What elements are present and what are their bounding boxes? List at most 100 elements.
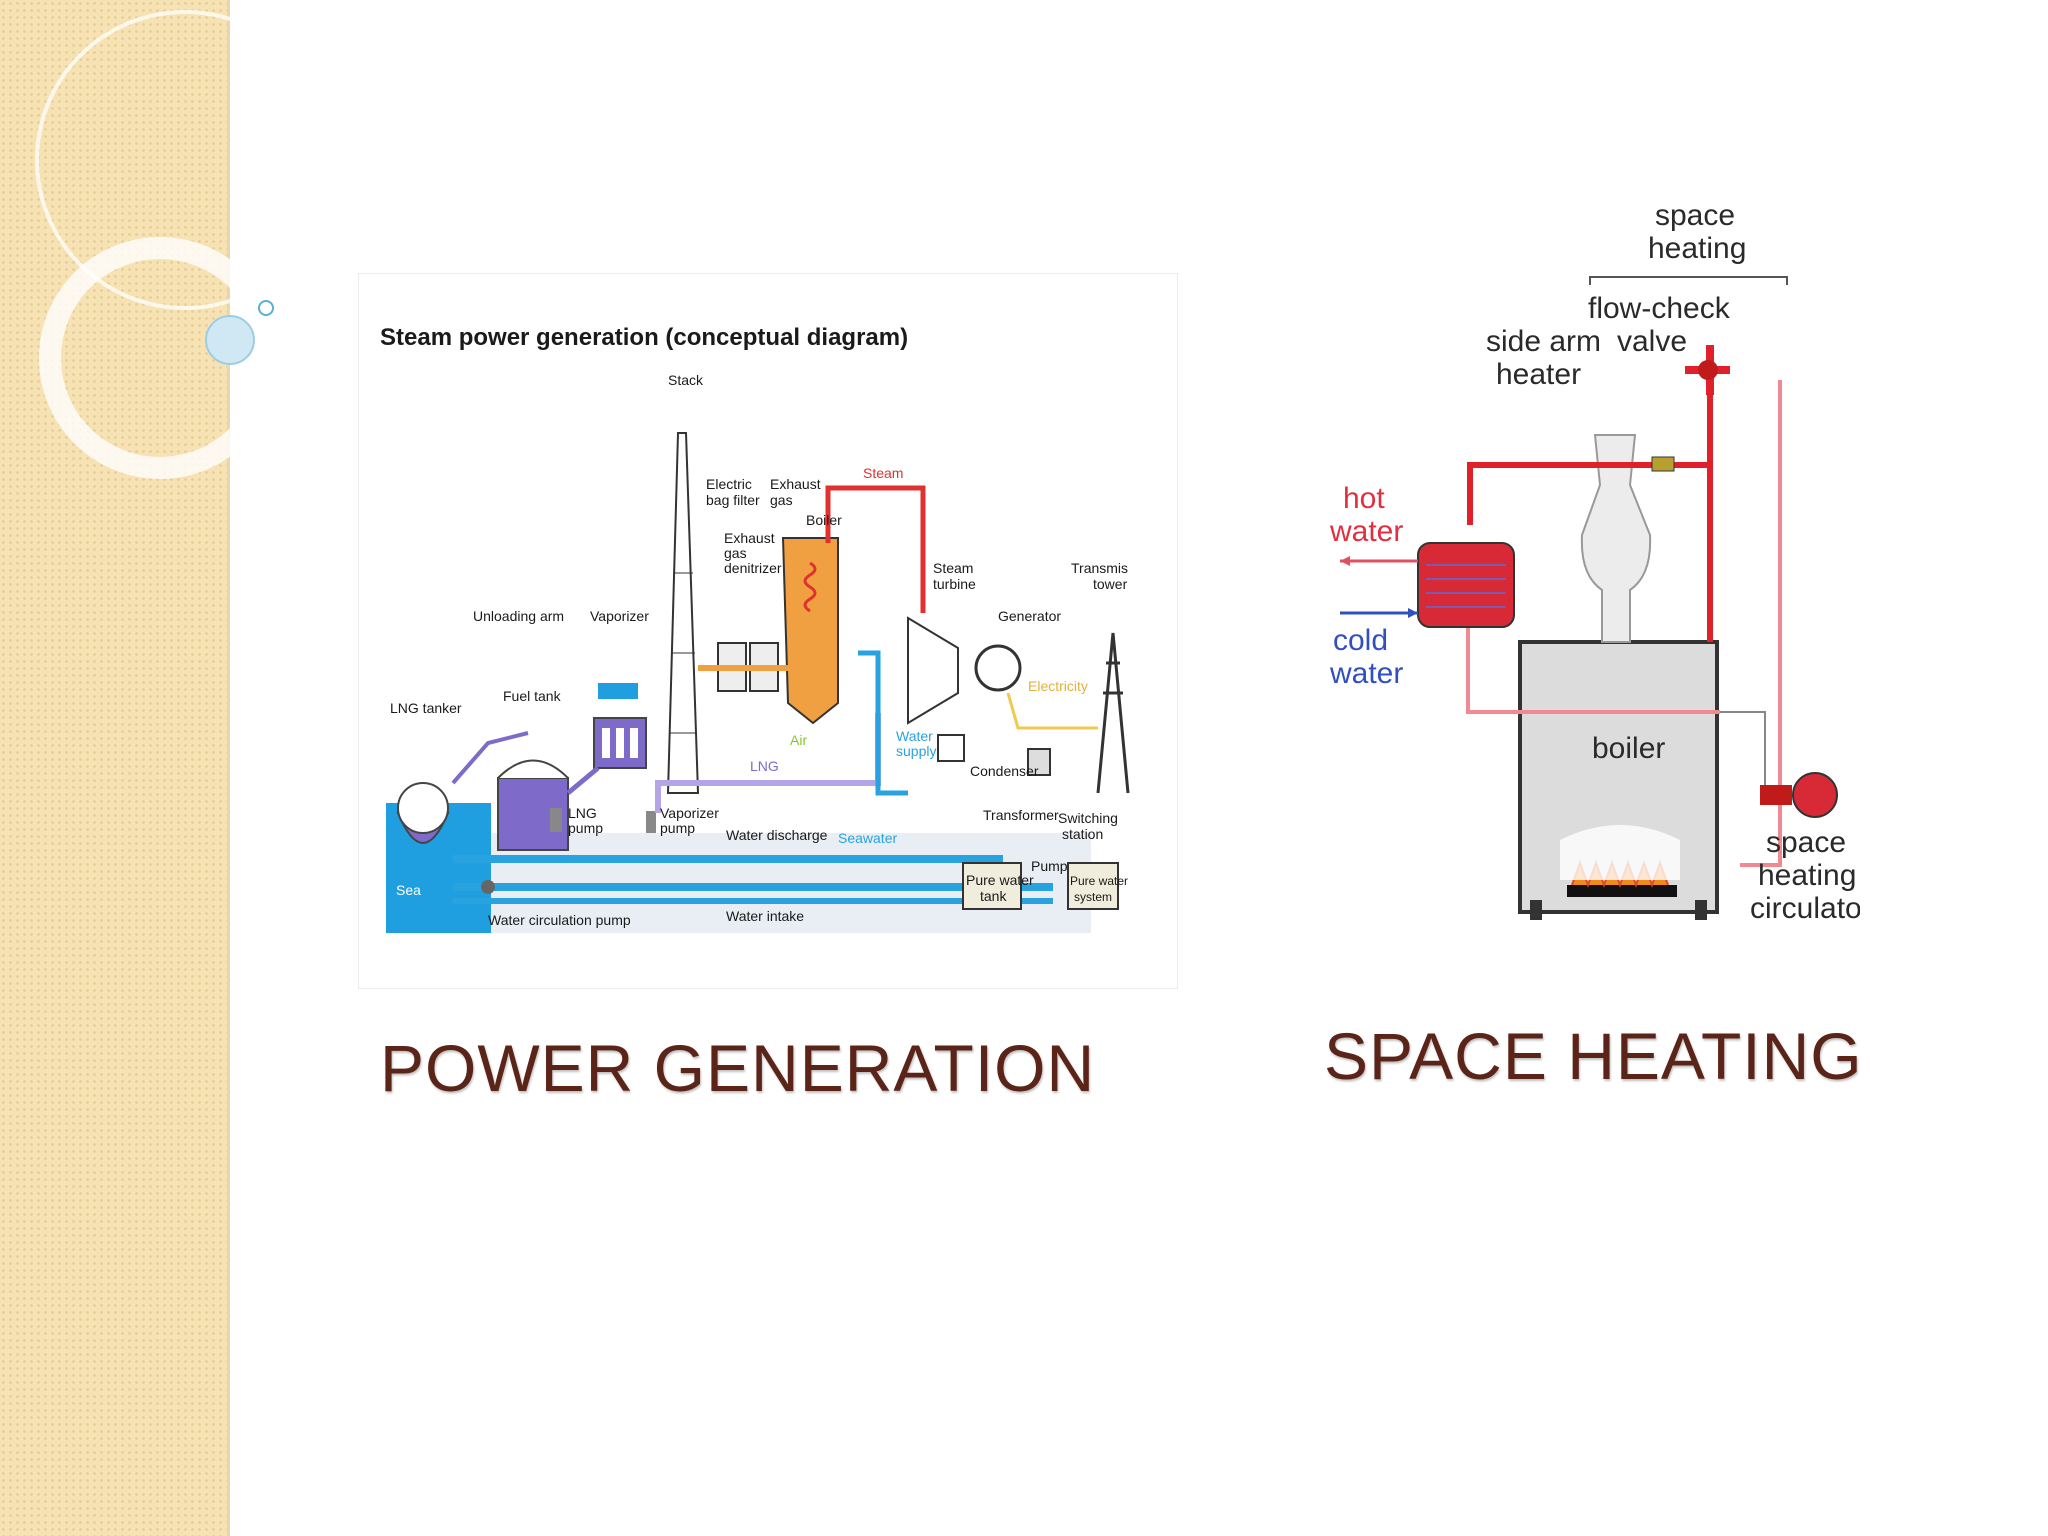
power-generation-title: POWER GENERATION bbox=[380, 1031, 1096, 1105]
label-cold-1: cold bbox=[1333, 624, 1388, 657]
label-lng-pump-2: pump bbox=[568, 820, 603, 836]
label-boiler: boiler bbox=[1592, 732, 1665, 765]
power-diagram-heading: Steam power generation (conceptual diagr… bbox=[380, 324, 908, 351]
label-hot-2: water bbox=[1329, 515, 1403, 548]
label-flow-check-2: valve bbox=[1617, 325, 1687, 358]
label-vaporizer: Vaporizer bbox=[590, 608, 649, 624]
label-pure-water-tank-1: Pure water bbox=[966, 872, 1034, 888]
pipe-return bbox=[453, 898, 1053, 904]
label-flow-check-1: flow-check bbox=[1588, 292, 1731, 325]
label-transmission-1: Transmis bbox=[1071, 560, 1128, 576]
label-switching-2: station bbox=[1062, 826, 1103, 842]
space-heating-title: SPACE HEATING bbox=[1324, 1019, 1863, 1093]
label-cold-2: water bbox=[1329, 657, 1403, 690]
label-steam-turbine-2: turbine bbox=[933, 576, 976, 592]
vaporizer-top bbox=[598, 683, 638, 699]
pipe-water-supply bbox=[858, 650, 908, 796]
decorative-ring-large bbox=[35, 10, 300, 310]
chimney bbox=[1580, 434, 1652, 643]
boiler bbox=[781, 537, 839, 725]
label-stack: Stack bbox=[668, 372, 704, 388]
label-circulator-1: space bbox=[1766, 826, 1846, 859]
decorative-rings bbox=[35, 10, 300, 479]
flame-glow bbox=[1560, 825, 1680, 880]
label-water-discharge: Water discharge bbox=[726, 827, 828, 843]
decorative-bubble bbox=[205, 315, 255, 365]
label-water-intake: Water intake bbox=[726, 908, 804, 924]
label-transformer: Transformer bbox=[983, 807, 1059, 823]
label-lng-tanker: LNG tanker bbox=[390, 700, 462, 716]
label-lng-pump-1: LNG bbox=[568, 805, 597, 821]
label-condenser: Condenser bbox=[970, 763, 1039, 779]
label-exhaust-denitrizer-3: denitrizer bbox=[724, 560, 782, 576]
label-seawater: Seawater bbox=[838, 830, 897, 846]
label-electric-bag-filter-1: Electric bbox=[706, 476, 752, 492]
electricity-line bbox=[1006, 692, 1098, 730]
lng-tanker-dome bbox=[397, 782, 449, 834]
label-exhaust-denitrizer-1: Exhaust bbox=[724, 530, 775, 546]
burner bbox=[1567, 885, 1677, 897]
label-pure-water-system-2: system bbox=[1074, 890, 1112, 904]
label-side-arm-1: side arm bbox=[1486, 325, 1601, 358]
pipe-hot-supply bbox=[1675, 370, 1713, 642]
label-switching-1: Switching bbox=[1058, 810, 1118, 826]
pure-water-system bbox=[1067, 862, 1119, 910]
pipe-space-heating-out bbox=[1740, 380, 1782, 867]
side-arm-heater bbox=[1417, 542, 1515, 628]
steam-turbine bbox=[907, 616, 959, 725]
space-heating-diagram: space heating flow-check valve side arm … bbox=[1329, 199, 1860, 925]
label-hot-1: hot bbox=[1343, 482, 1385, 515]
label-electricity: Electricity bbox=[1028, 678, 1088, 694]
sidebar-edge bbox=[227, 0, 230, 1536]
label-generator: Generator bbox=[998, 608, 1061, 624]
generator bbox=[974, 644, 1022, 692]
label-side-arm-2: heater bbox=[1496, 358, 1581, 391]
transformer bbox=[1027, 748, 1051, 776]
label-pure-water-tank-2: tank bbox=[980, 888, 1007, 904]
decorative-small-bubble bbox=[258, 300, 274, 316]
label-circulator-3: circulator bbox=[1750, 892, 1860, 925]
condenser bbox=[937, 734, 965, 762]
label-space-heating-2: heating bbox=[1648, 232, 1746, 265]
label-exhaust-gas-2: gas bbox=[770, 492, 793, 508]
label-space-heating-1: space bbox=[1655, 199, 1735, 232]
transmission-tower bbox=[1096, 632, 1130, 794]
pipe-return bbox=[1466, 615, 1720, 714]
pipe-to-circulator bbox=[1720, 711, 1766, 785]
label-sea: Sea bbox=[396, 882, 421, 898]
label-pump: Pump bbox=[1031, 858, 1068, 874]
label-vaporizer-pump-2: pump bbox=[660, 820, 695, 836]
label-air: Air bbox=[790, 732, 807, 748]
label-steam: Steam bbox=[863, 465, 903, 481]
power-generation-diagram: Steam power generation (conceptual diagr… bbox=[358, 273, 1178, 989]
lng-pump bbox=[550, 808, 562, 832]
pure-water-tank bbox=[962, 862, 1022, 910]
label-vaporizer-pump-1: Vaporizer bbox=[660, 805, 719, 821]
label-water-supply-1: Water bbox=[896, 728, 933, 744]
label-exhaust-gas-1: Exhaust bbox=[770, 476, 821, 492]
label-exhaust-denitrizer-2: gas bbox=[724, 545, 747, 561]
water-circulation-pump bbox=[481, 880, 495, 894]
vaporizer-pump bbox=[646, 811, 656, 833]
pipe-intake bbox=[453, 883, 1053, 891]
space-heating-circulator bbox=[1792, 772, 1838, 818]
space-heating-brace bbox=[1589, 276, 1788, 285]
label-electric-bag-filter-2: bag filter bbox=[706, 492, 760, 508]
label-lng: LNG bbox=[750, 758, 779, 774]
label-transmission-2: tower bbox=[1093, 576, 1128, 592]
label-steam-turbine-1: Steam bbox=[933, 560, 973, 576]
boiler-valve bbox=[1651, 456, 1675, 472]
unloading-arm bbox=[451, 731, 529, 785]
label-boiler: Boiler bbox=[806, 512, 842, 528]
pipe-seawater bbox=[453, 855, 1003, 863]
label-water-supply-2: supply bbox=[896, 743, 936, 759]
boiler-coil bbox=[803, 561, 817, 613]
label-fuel-tank: Fuel tank bbox=[503, 688, 562, 704]
label-unloading-arm: Unloading arm bbox=[473, 608, 564, 624]
pipe-to-side-arm bbox=[1467, 462, 1675, 525]
label-pure-water-system-1: Pure water bbox=[1070, 874, 1128, 888]
label-water-circulation-pump: Water circulation pump bbox=[488, 912, 631, 928]
decorative-ring-medium bbox=[39, 237, 281, 479]
stack-tower bbox=[666, 432, 700, 794]
pipe-steam bbox=[825, 485, 926, 613]
